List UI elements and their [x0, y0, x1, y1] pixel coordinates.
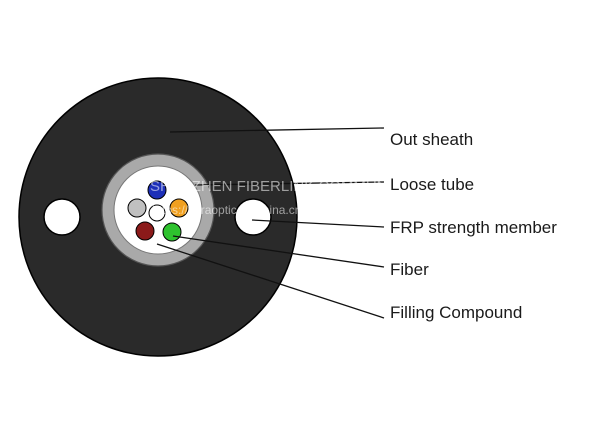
label-out-sheath: Out sheath [390, 130, 473, 149]
watermark-url: https://fibraoptic.en.china.cn/ [152, 203, 305, 217]
fiber-green [162, 222, 182, 242]
fiber-red [135, 221, 155, 241]
fiber-white [148, 204, 166, 222]
leader-loose-tube [194, 181, 385, 186]
label-frp-strength-member: FRP strength member [390, 218, 557, 237]
frp-strength-member-right [234, 198, 272, 236]
fiber-gray [127, 198, 147, 218]
label-filling-compound: Filling Compound [390, 303, 522, 322]
frp-strength-member-left [43, 198, 81, 236]
leader-frp-strength-member [251, 219, 385, 228]
leader-out-sheath [169, 127, 385, 133]
fiber-blue [147, 180, 167, 200]
label-loose-tube: Loose tube [390, 175, 474, 194]
fiber-orange [169, 198, 189, 218]
label-fiber: Fiber [390, 260, 429, 279]
watermark-company: SHENZHEN FIBERLINK COMMUNI... LIMITED [150, 178, 468, 195]
leader-filling-compound [156, 243, 385, 319]
leader-fiber [172, 235, 385, 268]
